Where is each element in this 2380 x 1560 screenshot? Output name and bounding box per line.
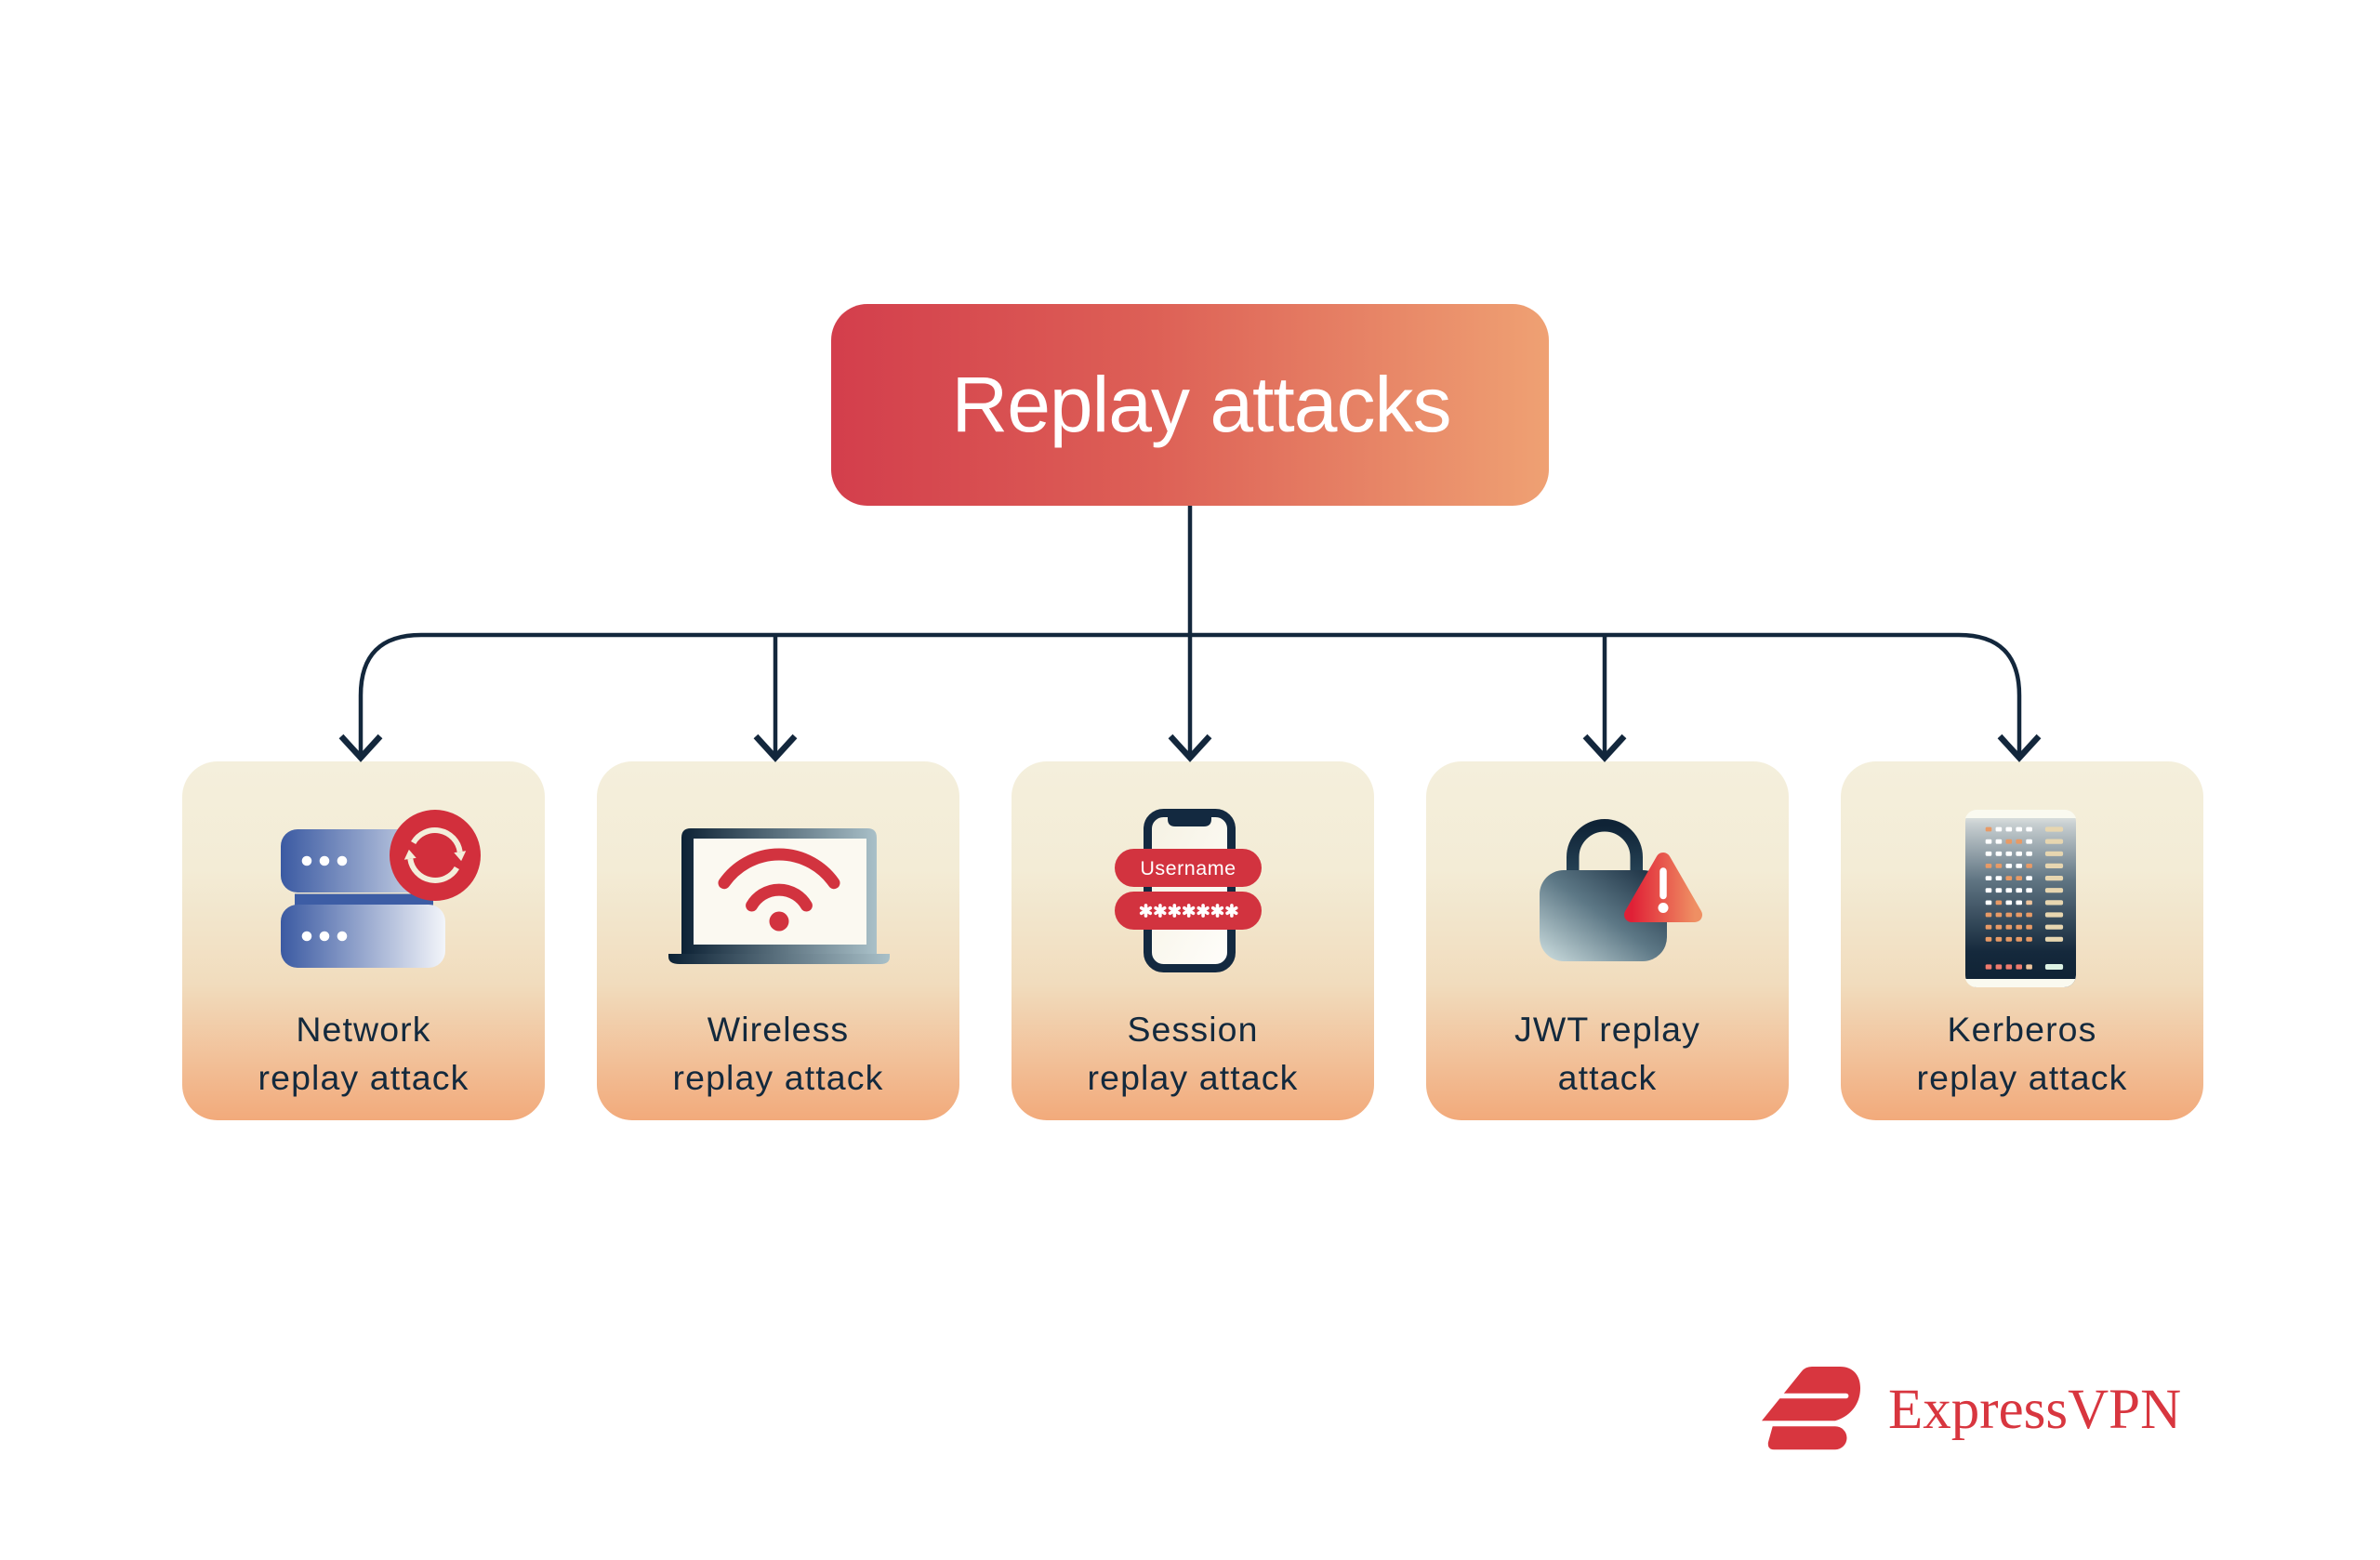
svg-text:Username: Username	[1140, 857, 1236, 879]
